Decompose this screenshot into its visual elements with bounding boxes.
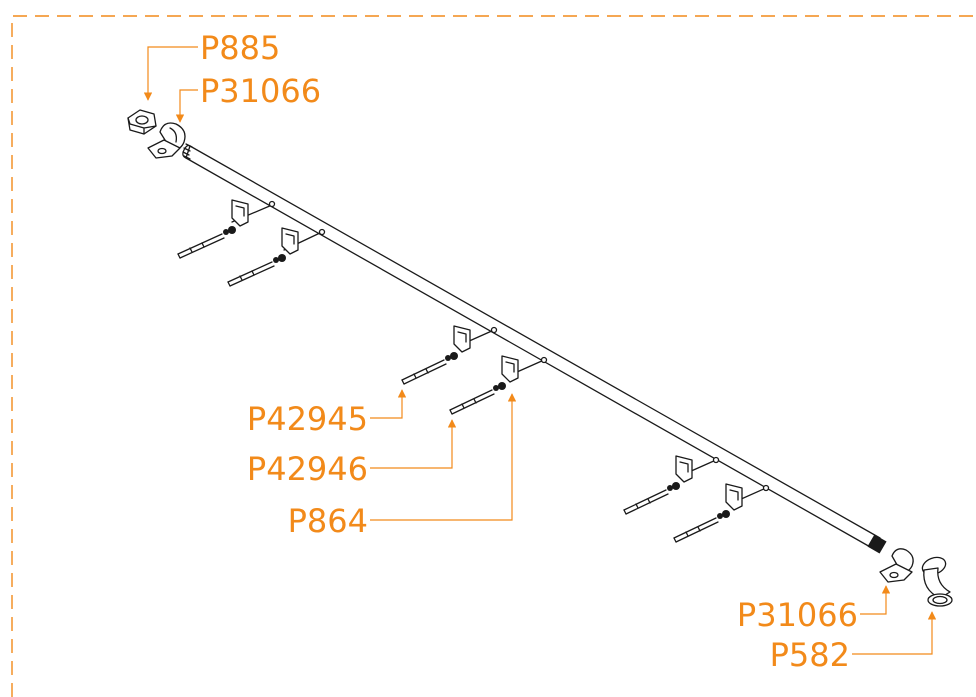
leader-p42945 [370, 389, 407, 419]
leader-p864 [370, 393, 517, 521]
callout-p864: P864 [288, 502, 368, 540]
callout-p42946: P42946 [247, 450, 368, 488]
nozzle-assembly-1 [177, 199, 276, 259]
drawing-frame [11, 15, 976, 697]
nozzle-assembly-6 [673, 483, 770, 543]
leader-p885 [143, 46, 198, 101]
leader-p31066-bottom [860, 585, 891, 615]
callout-p31066-bottom: P31066 [737, 596, 858, 634]
main-pipe [182, 143, 887, 554]
nozzle-assembly-2 [227, 227, 326, 287]
clamp-part-top [147, 122, 186, 159]
clamp-part-bottom [879, 548, 914, 583]
leader-p31066-top [175, 89, 198, 123]
leader-p582 [852, 611, 937, 655]
nozzle-assembly-5 [623, 455, 720, 515]
callout-p582: P582 [770, 636, 850, 674]
leader-p42946 [370, 419, 457, 469]
nozzle-assembly-4 [449, 355, 548, 415]
callout-p42945: P42945 [247, 400, 368, 438]
nozzle-assembly-3 [401, 325, 498, 385]
nut-part [127, 109, 157, 135]
elbow-part [921, 556, 953, 607]
callout-p31066-top: P31066 [200, 72, 321, 110]
callout-p885: P885 [200, 29, 280, 67]
